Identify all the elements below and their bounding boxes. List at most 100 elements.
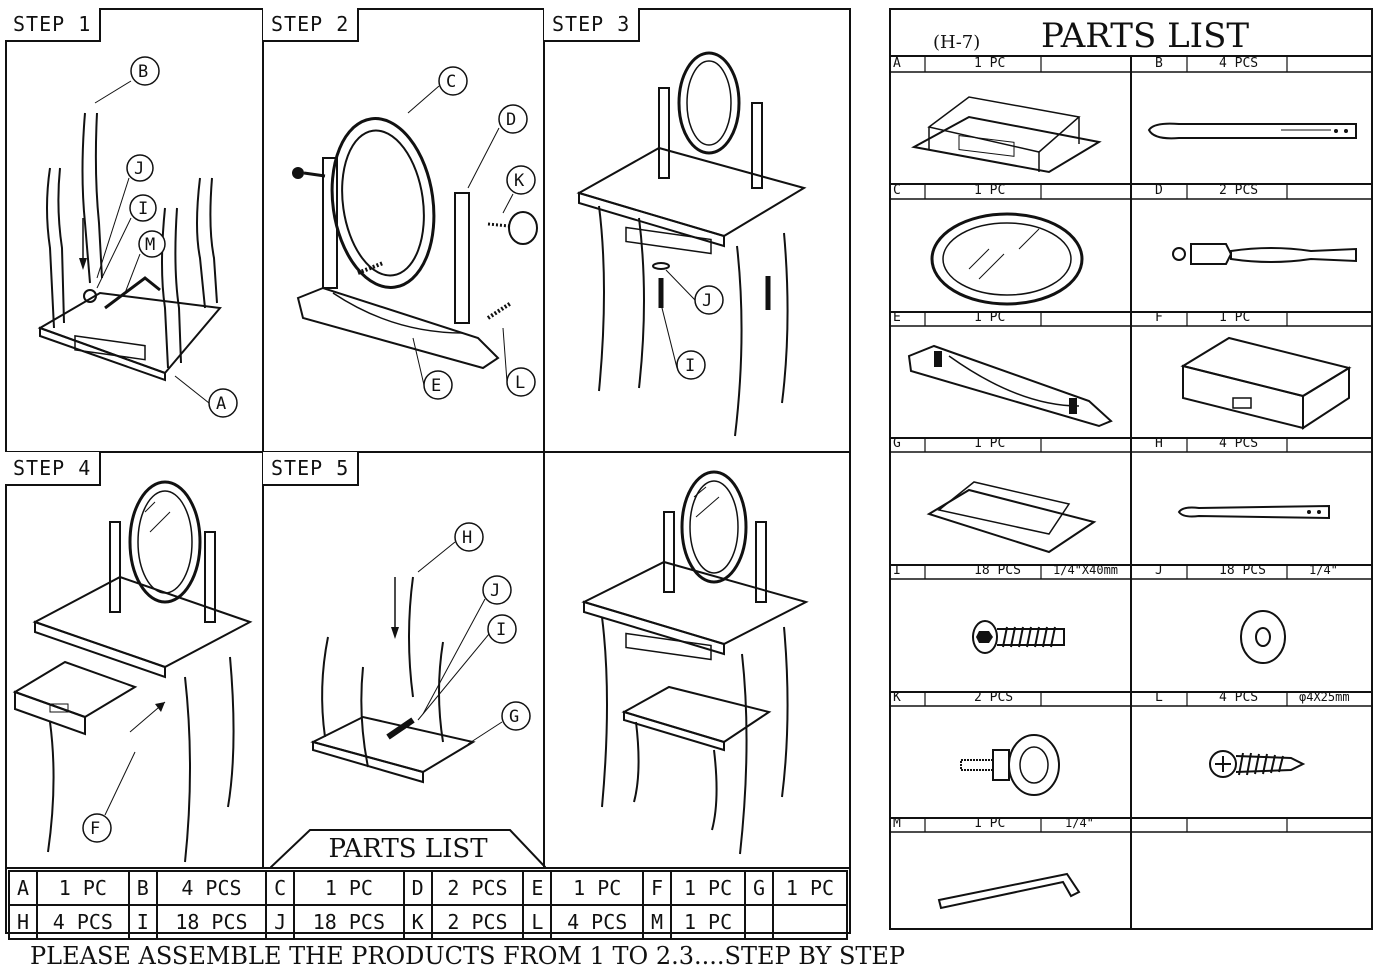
- part-letter: E: [893, 310, 901, 325]
- part-size: 1/4": [1309, 563, 1338, 577]
- callout-m: M: [145, 235, 155, 255]
- part-letter: I: [127, 904, 158, 940]
- parts-grid: [889, 55, 1373, 930]
- part-letter: K: [893, 690, 901, 705]
- part-cell-d: D 2 PCS: [1131, 183, 1373, 311]
- frame-a-drawing: [911, 96, 1102, 174]
- callout-j: J: [490, 581, 500, 601]
- step-2-label: STEP 2: [263, 8, 360, 42]
- model-number: (H-7): [933, 32, 981, 53]
- part-cell-g: G 1 PC: [889, 436, 1131, 564]
- callout-h: H: [462, 528, 472, 548]
- leg-b-drawing: [1147, 122, 1357, 140]
- step-3-label: STEP 3: [544, 8, 641, 42]
- footer-instruction: PLEASE ASSEMBLE THE PRODUCTS FROM 1 TO 2…: [30, 942, 906, 970]
- part-qty: 1 PC: [974, 183, 1006, 198]
- step-1-panel: STEP 1 B J I M: [5, 8, 263, 452]
- part-letter: H: [8, 904, 38, 940]
- part-cell-a: A 1 PC: [889, 56, 1131, 184]
- callout-j: J: [702, 291, 712, 311]
- callout-c: C: [446, 72, 456, 92]
- part-qty: 1 PC: [36, 870, 130, 906]
- finished-panel: [544, 452, 851, 868]
- part-cell-e: E 1 PC: [889, 310, 1131, 438]
- title-tab-shape: [270, 829, 546, 868]
- part-cell-k: K 2 PCS: [889, 690, 1131, 818]
- part-letter: K: [402, 904, 433, 940]
- part-cell-b: B 4 PCS: [1131, 56, 1373, 184]
- part-cell-m: M 1 PC 1/4": [889, 816, 1131, 928]
- finished-vanity-illustration: [581, 470, 809, 855]
- part-letter: I: [893, 563, 901, 578]
- part-letter: J: [1155, 563, 1163, 578]
- part-qty: 2 PCS: [430, 904, 525, 940]
- callout-e: E: [431, 376, 441, 396]
- step-1-illustration: B J I M A: [37, 56, 238, 418]
- part-qty: [772, 904, 848, 940]
- part-letter: H: [1155, 436, 1163, 451]
- post-d-drawing: [1172, 243, 1357, 265]
- part-size: 1/4"X40mm: [1053, 563, 1119, 577]
- callout-i: I: [496, 620, 506, 640]
- part-cell-c: C 1 PC: [889, 183, 1131, 311]
- part-qty: 1 PC: [670, 870, 747, 906]
- part-qty: 1 PC: [670, 904, 747, 940]
- part-qty: 4 PCS: [1219, 690, 1259, 705]
- callout-b: B: [138, 62, 148, 82]
- part-letter: [744, 904, 775, 940]
- part-letter: G: [893, 436, 901, 451]
- part-cell-f: F 1 PC: [1131, 310, 1373, 438]
- callout-g: G: [509, 707, 519, 727]
- part-letter: J: [265, 904, 296, 940]
- step-grid: [5, 8, 851, 869]
- part-letter: A: [893, 56, 901, 71]
- stool-leg-h-drawing: [1177, 504, 1330, 520]
- step-5-illustration: H J I G: [310, 522, 531, 784]
- step-4-label: STEP 4: [5, 452, 102, 486]
- part-letter: A: [8, 870, 38, 906]
- part-letter: B: [127, 870, 158, 906]
- part-letter: C: [265, 870, 296, 906]
- callout-f: F: [90, 819, 100, 839]
- drawer-f-drawing: [1180, 336, 1352, 430]
- part-qty: 1 PC: [974, 310, 1006, 325]
- part-qty: 18 PCS: [1219, 563, 1266, 578]
- part-letter: L: [522, 904, 553, 940]
- part-letter: F: [642, 870, 673, 906]
- part-letter: C: [893, 183, 901, 198]
- part-qty: 4 PCS: [155, 870, 268, 906]
- part-qty: 18 PCS: [293, 904, 405, 940]
- stool-frame-g-drawing: [926, 481, 1097, 554]
- parts-list-heading: PARTS LIST: [328, 834, 488, 864]
- part-qty: 2 PCS: [1219, 183, 1259, 198]
- table-row: A 1 PC B 4 PCS C 1 PC D 2 PCS E 1 PC F 1…: [8, 870, 848, 906]
- part-qty: 1 PC: [293, 870, 405, 906]
- rail-e-drawing: [907, 344, 1113, 428]
- step-2-illustration: C D K E L: [292, 66, 538, 400]
- step-5-panel: STEP 5 H J I G: [263, 452, 544, 868]
- part-qty: 4 PCS: [1219, 436, 1259, 451]
- part-qty: 1 PC: [550, 870, 645, 906]
- part-qty: 18 PCS: [155, 904, 268, 940]
- step-1-label: STEP 1: [5, 8, 102, 42]
- part-qty: 18 PCS: [974, 563, 1021, 578]
- step-3-panel: STEP 3 J I: [544, 8, 851, 452]
- part-letter: B: [1155, 56, 1163, 71]
- part-qty: 1 PC: [1219, 310, 1251, 325]
- step-4-illustration: F: [12, 480, 253, 863]
- allen-key-m-drawing: [937, 872, 1081, 910]
- part-letter: D: [1155, 183, 1163, 198]
- callout-d: D: [506, 110, 516, 130]
- part-qty: 4 PCS: [550, 904, 645, 940]
- part-cell-l: L 4 PCS φ4X25mm: [1131, 690, 1373, 818]
- part-letter: L: [1155, 690, 1163, 705]
- part-qty: 2 PCS: [974, 690, 1014, 705]
- part-letter: F: [1155, 310, 1163, 325]
- step-2-panel: STEP 2 C D K E L: [263, 8, 544, 452]
- callout-k: K: [514, 171, 525, 191]
- callout-i: I: [138, 199, 148, 219]
- part-qty: 4 PCS: [1219, 56, 1259, 71]
- step-4-panel: STEP 4 F: [5, 452, 263, 868]
- part-letter: M: [893, 816, 901, 831]
- part-qty: 2 PCS: [430, 870, 525, 906]
